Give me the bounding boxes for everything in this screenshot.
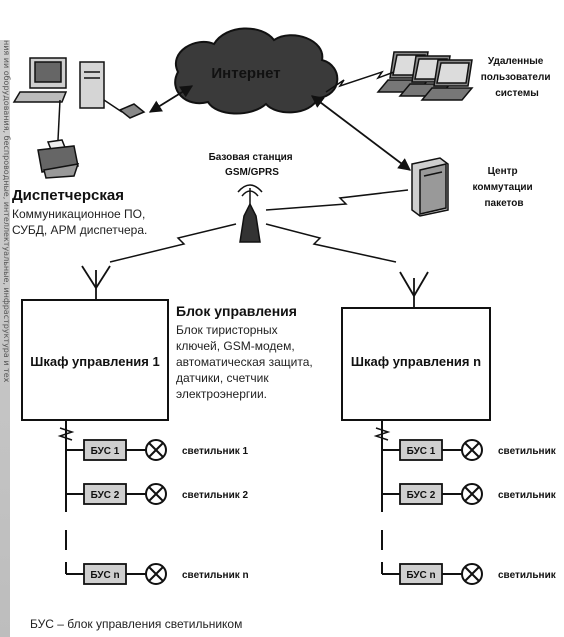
dispatcher-pc-icon (12, 57, 146, 119)
cabinet-1 (21, 299, 169, 421)
bus-unit: БУС 1 светильник (382, 439, 557, 461)
internet-switch-link (310, 95, 412, 171)
wireless-link-icon (265, 189, 409, 211)
dispatch-title: Диспетчерская (12, 187, 124, 204)
bus-unit: БУС 2 светильник (382, 483, 557, 505)
printer-icon (37, 99, 80, 179)
wireless-link-icon (109, 223, 237, 263)
lamp-label: светильник (498, 570, 557, 581)
bus-unit: БУС 2 светильник 2 (66, 483, 249, 505)
base-station-label: Базовая станция GSM/GPRS (209, 152, 296, 178)
bus-label: БУС n (90, 570, 119, 581)
bus-label: БУС 2 (91, 490, 120, 501)
bus-label: БУС 1 (407, 446, 436, 457)
cabinet-n (341, 307, 491, 421)
footnote: БУС – блок управления светильником (30, 617, 242, 631)
bus-label: БУС 1 (91, 446, 120, 457)
lamp-icon (145, 563, 167, 585)
control-block-description: Блок тиристорных ключей, GSM-модем, авто… (176, 323, 316, 401)
lamp-label: светильник n (182, 570, 249, 581)
right-bus-line (373, 420, 391, 574)
lamp-icon (461, 563, 483, 585)
dispatch-internet-link (148, 85, 194, 113)
control-block-title: Блок управления (176, 303, 297, 319)
internet-cloud-icon (174, 27, 339, 115)
lamp-icon (461, 439, 483, 461)
dispatch-description: Коммуникационное ПО, СУБД, АРМ диспетчер… (12, 207, 149, 237)
cabinet-1-antenna-icon (81, 265, 111, 300)
lamp-label: светильник (498, 446, 557, 457)
bus-label: БУС n (406, 570, 435, 581)
remote-users-label: Удаленные пользователи системы (481, 56, 554, 99)
bus-unit: БУС n светильник n (66, 563, 249, 585)
bus-unit: БУС 1 светильник 1 (66, 439, 249, 461)
page-edge-strip (0, 40, 10, 637)
bus-label: БУС 2 (407, 490, 436, 501)
cabinet-n-label: Шкаф управления n (351, 354, 481, 369)
internet-label: Интернет (211, 65, 280, 82)
wireless-link-icon (265, 223, 397, 263)
cabinet-1-label: Шкаф управления 1 (30, 354, 159, 369)
cabinet-n-antenna-icon (399, 271, 429, 308)
lamp-label: светильник 2 (182, 490, 249, 501)
switch-center-label: Центр коммутации пакетов (473, 166, 536, 209)
laptops-icon (376, 51, 474, 101)
left-bus-line (57, 420, 75, 574)
lamp-icon (145, 483, 167, 505)
lamp-icon (145, 439, 167, 461)
lamp-label: светильник (498, 490, 557, 501)
lamp-icon (461, 483, 483, 505)
bus-unit: БУС n светильник (382, 563, 557, 585)
server-icon (411, 157, 449, 217)
wireless-link-icon (325, 70, 395, 93)
lamp-label: светильник 1 (182, 446, 249, 457)
base-station-antenna-icon (237, 184, 263, 243)
